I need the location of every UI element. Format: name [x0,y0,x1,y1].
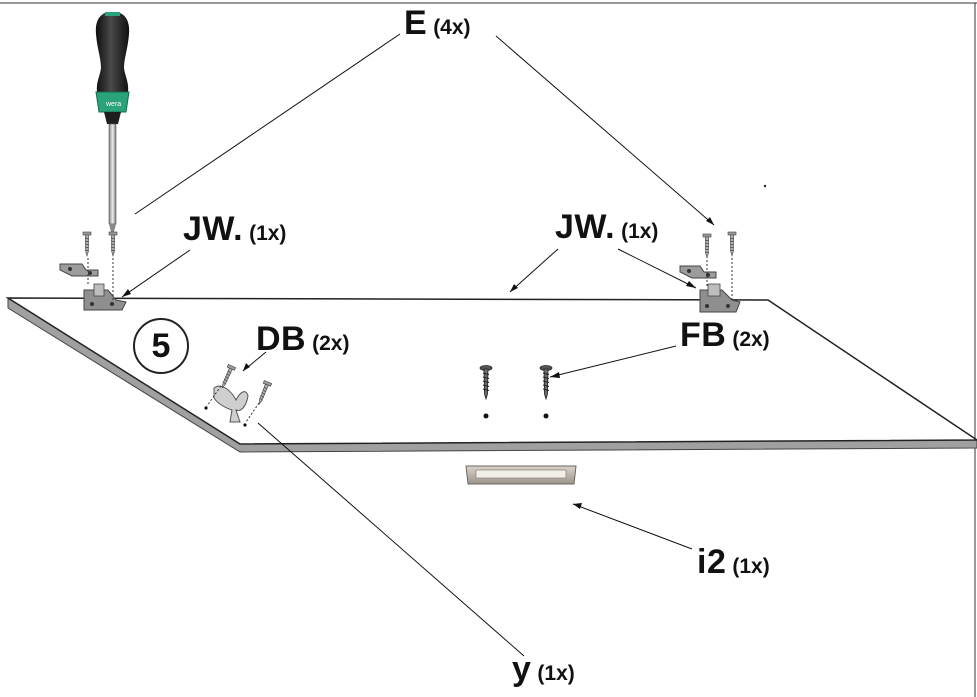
label-jw-left: JW.(1x) [183,212,286,246]
screw-icon [727,231,737,257]
label-jw-right-qty: (1x) [621,220,659,243]
label-y: y(1x) [512,652,575,686]
label-db-code: DB [256,320,307,358]
label-jw-right: JW.(1x) [555,210,658,244]
hinge-icon [59,263,127,311]
arrowheads [122,217,714,509]
screw-icon [702,233,712,259]
label-e-code: E [404,4,428,42]
screw-icon [108,231,118,257]
label-i2-qty: (1x) [732,555,770,578]
label-fb-qty: (2x) [732,328,770,351]
bracket-icon [213,385,249,423]
door-panel [5,297,977,453]
label-e-qty: (4x) [433,16,471,39]
label-y-qty: (1x) [537,662,575,685]
label-i2: i2(1x) [697,545,770,579]
svg-text:wera: wera [105,101,121,108]
screw-icon [82,231,92,257]
label-i2-code: i2 [697,543,727,581]
leader-lines [121,33,715,657]
label-jw-left-qty: (1x) [249,222,287,245]
label-jw-right-code: JW. [555,208,616,246]
hinge-icon [679,265,741,313]
label-db: DB(2x) [256,322,349,356]
label-fb: FB(2x) [680,318,770,352]
label-db-qty: (2x) [312,332,350,355]
screwdriver-icon: wera [95,12,130,232]
label-e: E(4x) [404,6,471,40]
handle-icon [465,465,577,485]
label-jw-left-code: JW. [183,210,244,248]
step-number-badge: 5 [133,318,189,374]
label-fb-code: FB [680,316,727,354]
label-y-code: y [512,650,532,688]
